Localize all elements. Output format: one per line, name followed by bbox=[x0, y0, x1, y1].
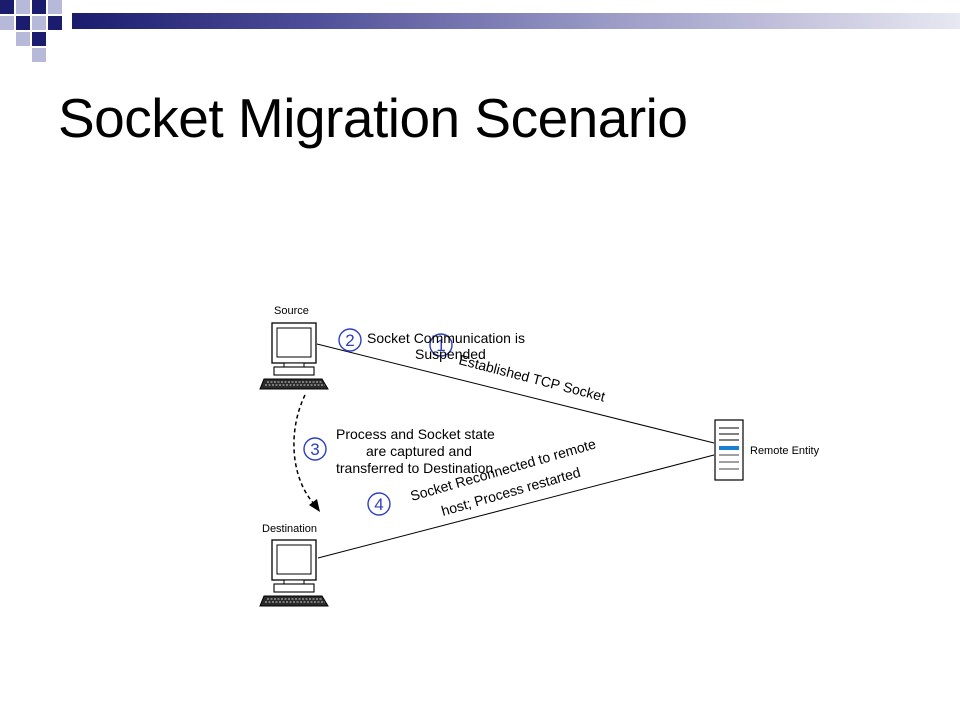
header-decorative-squares bbox=[0, 0, 62, 62]
step-1-badge bbox=[429, 333, 453, 357]
destination-node: Destination bbox=[259, 523, 329, 607]
step-4-number: 4 bbox=[374, 495, 383, 514]
step-3-text-1: are captured and bbox=[366, 443, 472, 459]
remote-node: Remote Entity bbox=[714, 419, 820, 481]
step-2: 2 Socket Communication is Suspended bbox=[338, 328, 525, 362]
source-label: Source bbox=[274, 305, 309, 317]
step-2-text-0: Socket Communication is bbox=[367, 330, 525, 346]
slide-title: Socket Migration Scenario bbox=[58, 87, 688, 149]
desktop-computer-icon bbox=[259, 322, 329, 390]
migration-arrow bbox=[293, 394, 316, 506]
step-2-badge bbox=[338, 328, 362, 352]
step-3: 3 Process and Socket state are captured … bbox=[303, 426, 495, 476]
desktop-computer-icon bbox=[259, 539, 329, 607]
step-3-number: 3 bbox=[310, 440, 319, 459]
remote-label: Remote Entity bbox=[750, 445, 820, 457]
step-3-text-0: Process and Socket state bbox=[336, 426, 495, 442]
step-4-badge bbox=[367, 492, 391, 516]
source-node: Source bbox=[259, 305, 329, 390]
link-destination-remote bbox=[317, 454, 715, 559]
arrowhead-icon bbox=[309, 499, 320, 512]
server-tower-icon bbox=[714, 419, 744, 481]
step-3-text-2: transferred to Destination bbox=[336, 460, 493, 476]
destination-label: Destination bbox=[262, 523, 317, 535]
link-source-remote bbox=[316, 343, 715, 444]
step-3-badge bbox=[303, 437, 327, 461]
step-1-number: 1 bbox=[436, 336, 445, 355]
header-gradient-bar bbox=[72, 13, 960, 29]
step-2-text-1: Suspended bbox=[415, 346, 486, 362]
step-2-number: 2 bbox=[345, 331, 354, 350]
